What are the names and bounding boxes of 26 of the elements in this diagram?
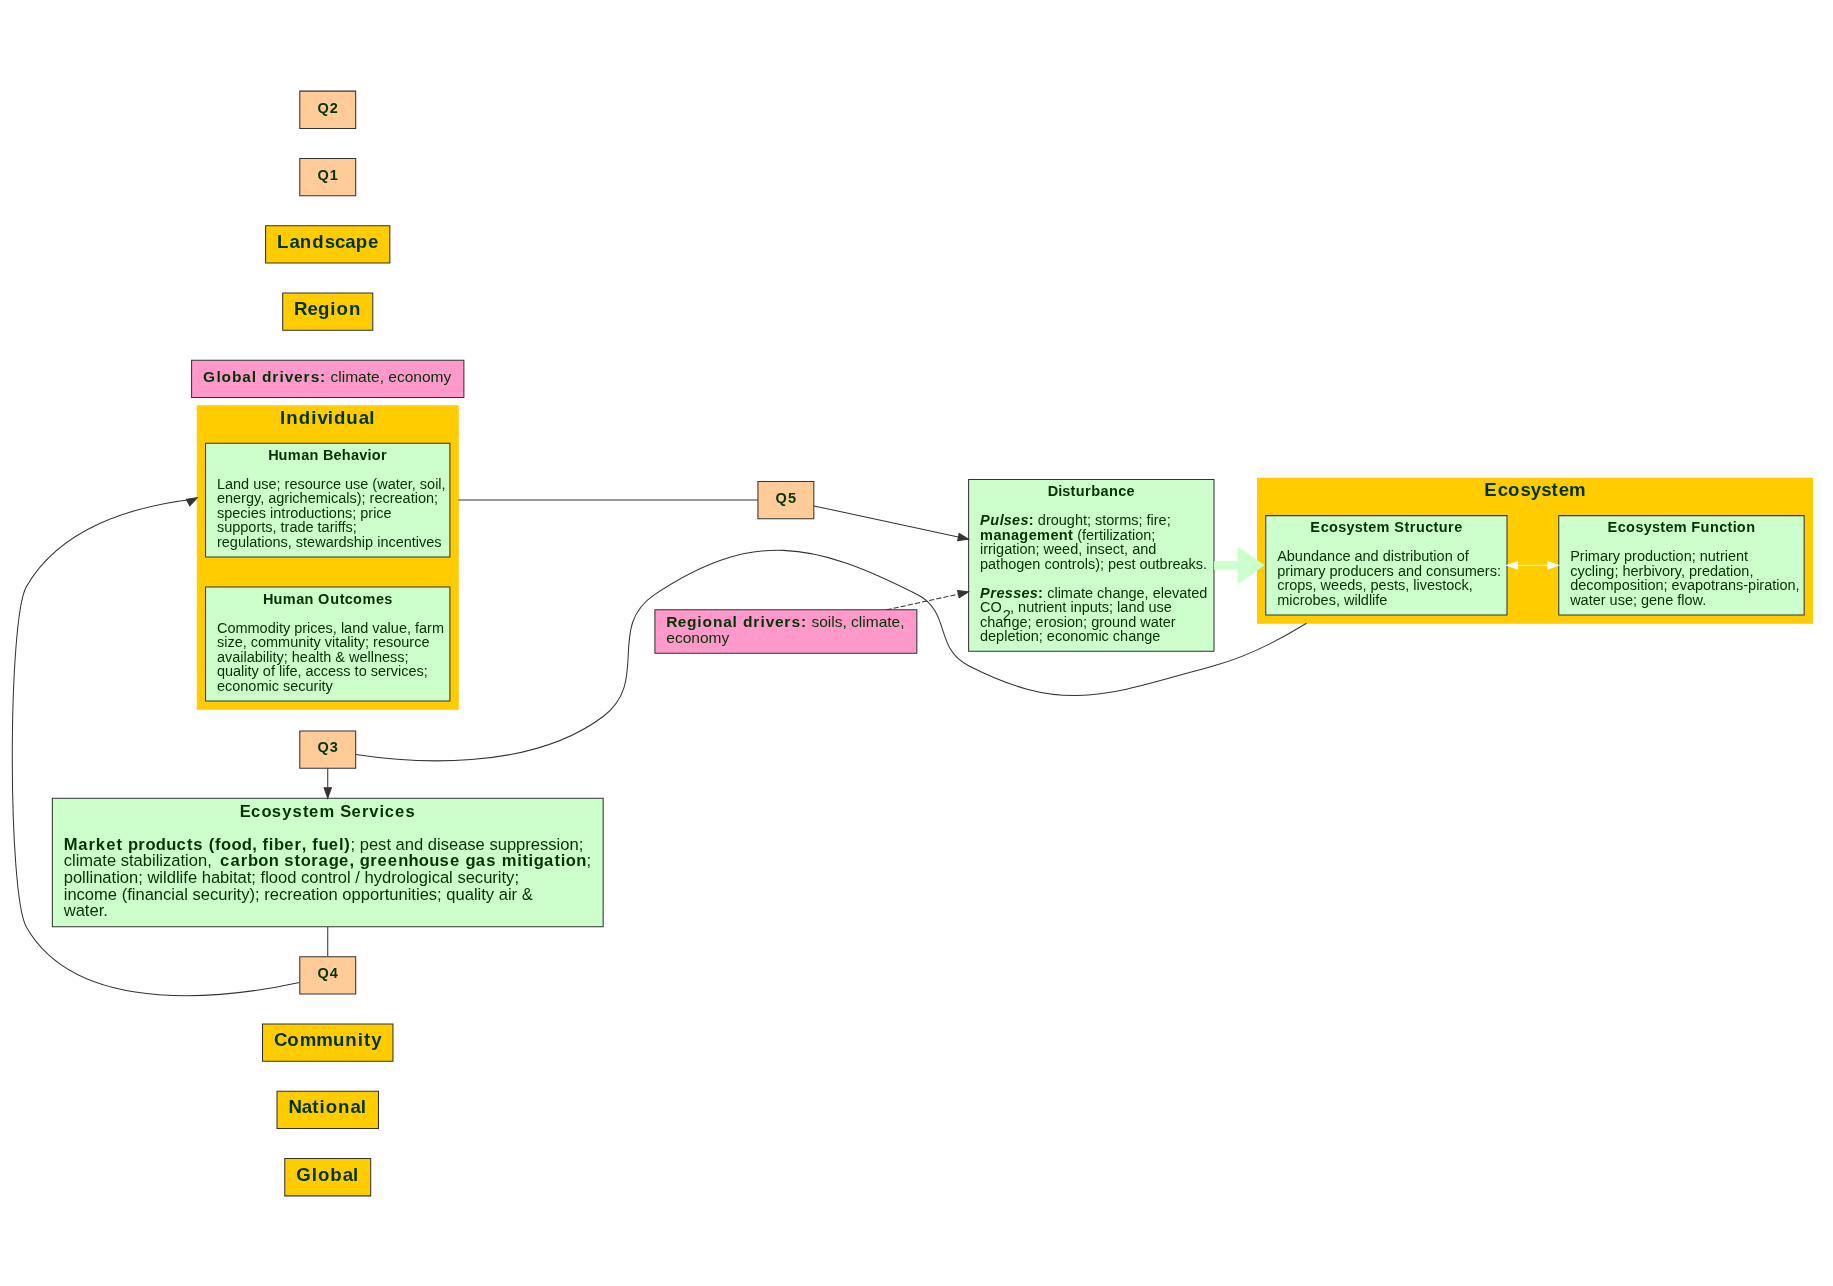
arrow <box>323 767 333 800</box>
arrow <box>886 589 971 610</box>
node-box: Q2 <box>299 90 357 129</box>
node-box: Q5 <box>757 480 815 519</box>
node-box: Ecosystem Services Market products (food, fiber, fuel); pest and disease suppression; climate stabilization, carbon storage, greenhouse gas mitigation; pollination; wildlife habitat; flood control / hydrological security; income (financial security); recreation opportunities; quality air & water. <box>51 797 604 927</box>
connector <box>457 499 759 501</box>
node-box: Global <box>284 1157 372 1196</box>
node-box: Human Outcomes Commodity prices, land value, farm size, community vitality; resource availability; health & wellness; quality of life, access to services; economic security <box>205 586 451 701</box>
connector <box>327 926 329 957</box>
node-box: Region <box>282 292 374 331</box>
node-box: Q4 <box>299 955 357 994</box>
arrow <box>11 496 300 996</box>
node-box: Ecosystem Structure Abundance and distribution of primary producers and consumers: crops, weeds, pests, livestock, microbes, wildlife <box>1265 514 1508 616</box>
arrow <box>813 504 971 541</box>
node-box: Regional drivers: soils, climate, economy <box>654 608 918 654</box>
node-box: Q1 <box>299 157 357 196</box>
node-box: Q3 <box>299 729 357 769</box>
node-box: Human Behavior Land use; resource use (water, soil, energy, agrichemicals); recreation; species introductions; price supports, trade tariffs; regulations, stewardship incentives <box>205 442 451 558</box>
node-box: Community <box>262 1022 394 1062</box>
node-box: National <box>276 1090 379 1129</box>
arrow <box>1214 546 1265 584</box>
node-box: Ecosystem Function Primary production; nutrient cycling; herbivory, predation, decomposition; evapotrans-piration, water use; gene flow. <box>1558 514 1805 616</box>
node-box: Landscape <box>265 224 391 264</box>
node-box: Global drivers: climate, economy <box>191 359 465 398</box>
connector <box>355 549 1307 761</box>
arrow <box>1505 560 1560 570</box>
